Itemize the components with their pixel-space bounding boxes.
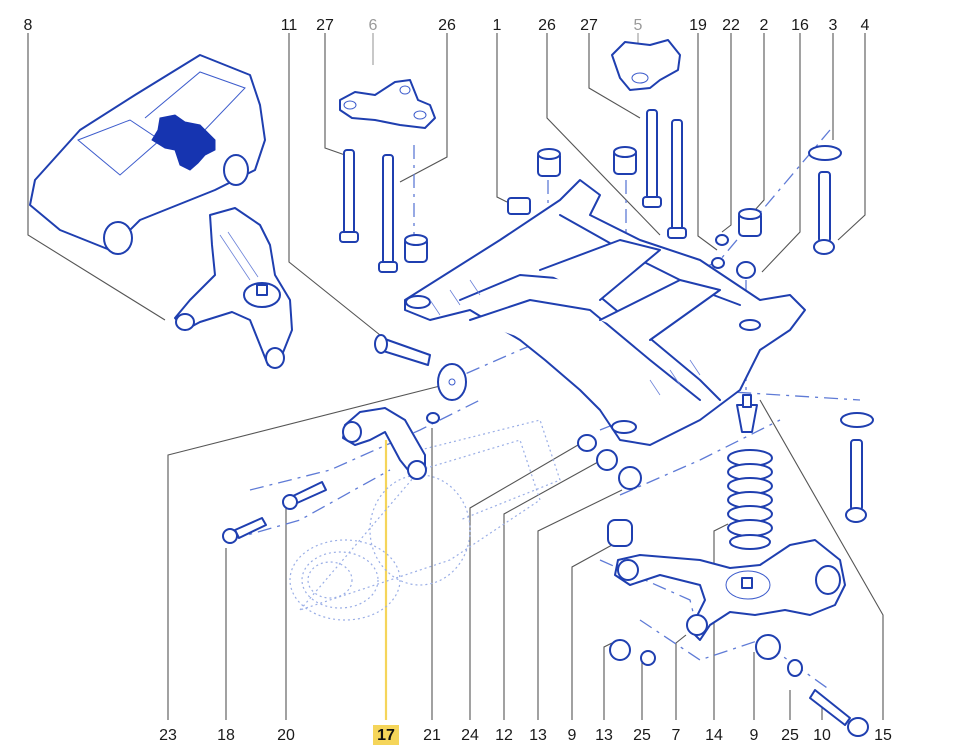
mount-bracket-left xyxy=(339,79,436,129)
bottom-callout-14[interactable]: 14 xyxy=(705,727,723,744)
differential-bracket xyxy=(342,407,440,480)
small-nuts xyxy=(711,234,756,279)
bottom-callout-15[interactable]: 15 xyxy=(874,727,892,744)
leader-1 xyxy=(496,33,508,203)
leader-15 xyxy=(759,399,884,720)
top-callout-2[interactable]: 2 xyxy=(760,17,769,34)
arm-bush-parts xyxy=(577,434,803,677)
leader-26b xyxy=(546,33,661,236)
bottom-callouts: 23 18 20 17 21 24 12 13 9 13 25 7 14 9 25 10 15 xyxy=(159,725,892,745)
coil-spring xyxy=(727,449,773,550)
trailing-arm-left xyxy=(174,207,293,369)
leader-12 xyxy=(503,461,599,720)
bottom-callout-20[interactable]: 20 xyxy=(277,727,295,744)
bottom-callout-9[interactable]: 9 xyxy=(568,727,577,744)
top-callout-26[interactable]: 26 xyxy=(438,17,456,34)
top-callout-16[interactable]: 16 xyxy=(791,17,809,34)
leader-2 xyxy=(754,33,765,211)
leader-7 xyxy=(675,634,687,720)
leader-27b xyxy=(588,33,641,119)
leader-13a xyxy=(537,489,623,720)
differential-ghost xyxy=(289,419,561,621)
trailing-arm-right xyxy=(614,539,846,641)
top-callout-5[interactable]: 5 xyxy=(634,17,643,34)
bottom-callout-13[interactable]: 13 xyxy=(595,727,613,744)
bottom-callout-23[interactable]: 23 xyxy=(159,727,177,744)
leader-4 xyxy=(837,33,866,241)
leader-16 xyxy=(761,33,801,273)
leader-11 xyxy=(288,33,381,336)
top-callout-4[interactable]: 4 xyxy=(861,17,870,34)
bolt-11 xyxy=(374,334,467,401)
top-callout-11[interactable]: 11 xyxy=(281,17,298,34)
top-callout-8[interactable]: 8 xyxy=(24,17,33,34)
subframe xyxy=(404,179,806,446)
leader-13b xyxy=(603,642,613,720)
bolt-15 xyxy=(840,412,874,523)
mount-bushes xyxy=(404,146,762,263)
bottom-callout-24[interactable]: 24 xyxy=(461,727,479,744)
top-callout-22[interactable]: 22 xyxy=(722,17,740,34)
leader-lines xyxy=(27,33,884,720)
leader-8 xyxy=(27,33,166,321)
leader-22 xyxy=(721,33,732,233)
leader-24 xyxy=(469,444,579,720)
top-callout-27[interactable]: 27 xyxy=(316,17,334,34)
bracket-bolts xyxy=(222,481,327,544)
leader-26a xyxy=(399,33,448,183)
bolt-4 xyxy=(808,145,842,255)
bottom-callout-10[interactable]: 10 xyxy=(813,727,831,744)
top-callout-26[interactable]: 26 xyxy=(538,17,556,34)
leader-27a xyxy=(324,33,346,156)
top-callout-19[interactable]: 19 xyxy=(689,17,707,34)
mount-bracket-right xyxy=(611,39,681,91)
bottom-callout-25[interactable]: 25 xyxy=(633,727,651,744)
bottom-callout-25[interactable]: 25 xyxy=(781,727,799,744)
bottom-callout-7[interactable]: 7 xyxy=(672,727,681,744)
bottom-callout-17[interactable]: 17 xyxy=(377,727,395,744)
bolt-10 xyxy=(809,689,869,737)
bottom-callout-13[interactable]: 13 xyxy=(529,727,547,744)
top-callout-6[interactable]: 6 xyxy=(369,17,378,34)
leader-23 xyxy=(167,385,441,720)
top-callout-27[interactable]: 27 xyxy=(580,17,598,34)
top-callout-3[interactable]: 3 xyxy=(829,17,838,34)
long-bolts xyxy=(339,109,687,273)
callout-highlight xyxy=(373,725,399,745)
leader-19 xyxy=(697,33,718,251)
leader-14 xyxy=(713,523,729,720)
leader-9a xyxy=(571,544,613,720)
bottom-callout-21[interactable]: 21 xyxy=(423,727,441,744)
bump-stop xyxy=(736,394,758,433)
bottom-callout-12[interactable]: 12 xyxy=(495,727,513,744)
bottom-callout-18[interactable]: 18 xyxy=(217,727,235,744)
bottom-callout-9[interactable]: 9 xyxy=(750,727,759,744)
vehicle-locator xyxy=(29,54,266,255)
top-callout-1[interactable]: 1 xyxy=(493,17,502,34)
